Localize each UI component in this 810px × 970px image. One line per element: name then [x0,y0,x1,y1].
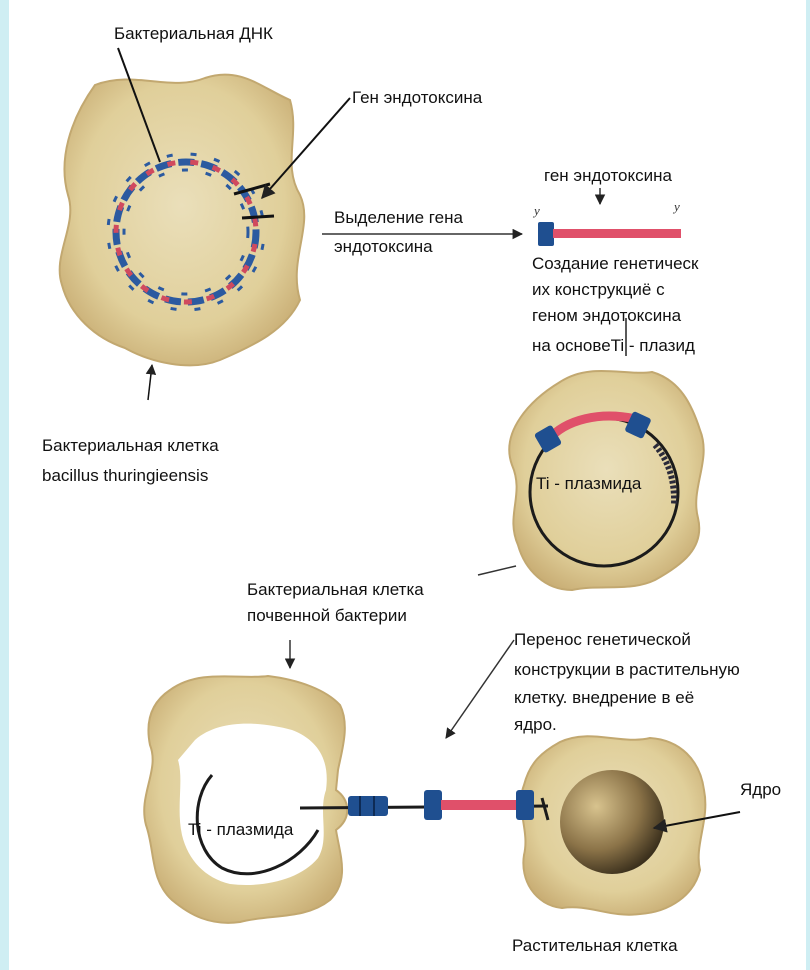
bottom-cell-inner-cavity [178,724,327,885]
label-construct-4: на основеTi - плазид [532,334,695,357]
label-plant-cell: Растительная клетка [512,934,678,957]
transfer-arrow [446,640,514,738]
label-transfer-3: клетку. внедрение в её [514,686,694,709]
label-transfer-1: Перенос генетической [514,628,691,651]
label-construct-2: их конструкциё с [532,278,665,301]
bt-bacterial-cell [60,75,305,366]
label-bt-cell-1: Бактериальная клетка [42,434,219,457]
label-ti-plasmid-lower: Ti - плазмида [188,818,293,841]
gene-end-mark-left: у [532,203,540,218]
label-endotoxin-gene-small: ген эндотоксина [544,164,672,187]
pointer-soil-cell [478,566,516,575]
isolated-endotoxin-gene [538,222,681,246]
label-nucleus: Ядро [740,778,781,801]
label-transfer-4: ядро. [514,713,557,736]
label-bacterial-dna: Бактериальная ДНК [114,22,273,45]
label-soil-cell-1: Бактериальная клетка [247,578,424,601]
label-construct-3: геном эндотоксина [532,304,681,327]
label-transfer-2: конструкции в растительную [514,658,802,681]
label-endotoxin-gene-top: Ген эндотоксина [352,86,482,109]
pointer-bt-cell [148,365,152,400]
label-gene-isolation-2: эндотоксина [334,235,433,258]
label-ti-plasmid-upper: Ti - плазмида [536,472,641,495]
label-bt-cell-2: bacillus thuringieensis [42,464,208,487]
label-gene-isolation-1: Выделение гена [334,206,463,229]
label-construct-1: Создание генетическ [532,252,699,275]
gene-end-mark-right: у [672,199,680,214]
plant-nucleus [560,770,664,874]
label-soil-cell-2: почвенной бактерии [247,604,407,627]
